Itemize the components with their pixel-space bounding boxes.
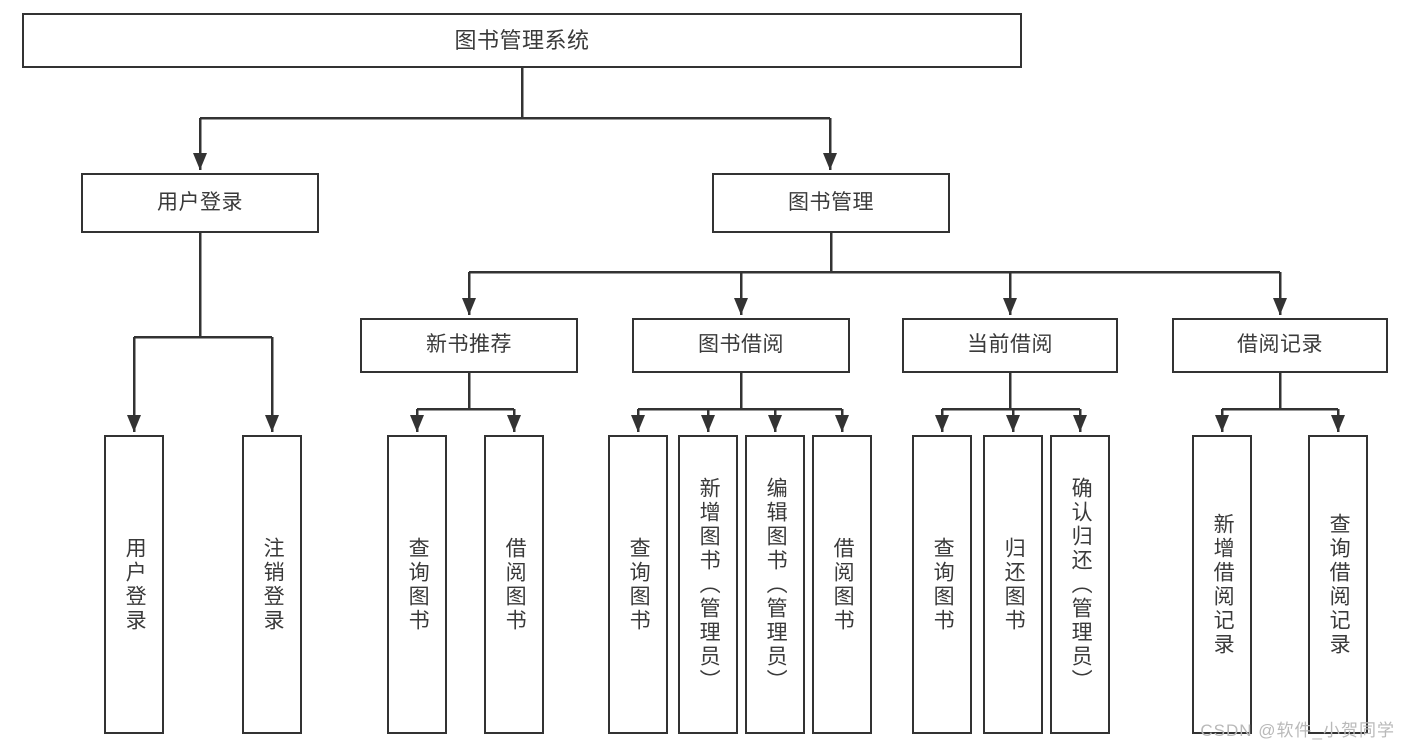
- arrowhead-book-borrow-1: [701, 415, 715, 432]
- node-label-leaf-br-add-record: 新增借阅记录: [1211, 512, 1235, 657]
- csdn-watermark: CSDN @软件_小贺同学: [1200, 721, 1395, 740]
- node-book-borrow[interactable]: 图书借阅: [632, 318, 850, 373]
- node-label-leaf-rec-borrow-book: 借阅图书: [503, 536, 527, 633]
- node-leaf-bb-query-book[interactable]: 查询图书: [608, 435, 668, 734]
- arrowhead-user-login-1: [265, 415, 279, 432]
- node-leaf-bb-add-book[interactable]: 新增图书（管理员）: [678, 435, 738, 734]
- node-label-leaf-cb-confirm-return: 确认归还（管理员）: [1069, 476, 1093, 693]
- arrowhead-borrow-record-1: [1331, 415, 1345, 432]
- arrowhead-user-login-0: [127, 415, 141, 432]
- arrowhead-new-book-recommend-1: [507, 415, 521, 432]
- node-leaf-logout[interactable]: 注销登录: [242, 435, 302, 734]
- node-leaf-br-query-record[interactable]: 查询借阅记录: [1308, 435, 1368, 734]
- node-leaf-rec-query-book[interactable]: 查询图书: [387, 435, 447, 734]
- node-label-leaf-cb-query-book: 查询图书: [931, 536, 955, 633]
- arrowhead-current-borrow-1: [1006, 415, 1020, 432]
- node-label-leaf-rec-query-book: 查询图书: [406, 536, 430, 633]
- node-label-book-manage: 图书管理: [788, 190, 874, 214]
- node-current-borrow[interactable]: 当前借阅: [902, 318, 1118, 373]
- node-label-new-book-recommend: 新书推荐: [426, 333, 512, 357]
- arrowhead-borrow-record-0: [1215, 415, 1229, 432]
- arrowhead-current-borrow-2: [1073, 415, 1087, 432]
- node-leaf-cb-confirm-return[interactable]: 确认归还（管理员）: [1050, 435, 1110, 734]
- node-borrow-record[interactable]: 借阅记录: [1172, 318, 1388, 373]
- arrowhead-book-manage-3: [1273, 298, 1287, 315]
- node-label-borrow-record: 借阅记录: [1237, 333, 1323, 357]
- arrowhead-root-0: [193, 153, 207, 170]
- arrowhead-current-borrow-0: [935, 415, 949, 432]
- node-label-leaf-bb-borrow-book: 借阅图书: [831, 536, 855, 633]
- node-user-login[interactable]: 用户登录: [81, 173, 319, 233]
- node-label-current-borrow: 当前借阅: [967, 333, 1053, 357]
- node-leaf-bb-borrow-book[interactable]: 借阅图书: [812, 435, 872, 734]
- node-leaf-user-login[interactable]: 用户登录: [104, 435, 164, 734]
- node-label-leaf-bb-query-book: 查询图书: [627, 536, 651, 633]
- arrowhead-book-manage-1: [734, 298, 748, 315]
- node-label-leaf-bb-add-book: 新增图书（管理员）: [697, 476, 721, 693]
- node-new-book-recommend[interactable]: 新书推荐: [360, 318, 578, 373]
- node-label-leaf-user-login: 用户登录: [123, 536, 147, 633]
- node-root[interactable]: 图书管理系统: [22, 13, 1022, 68]
- arrowhead-book-manage-2: [1003, 298, 1017, 315]
- node-leaf-cb-return-book[interactable]: 归还图书: [983, 435, 1043, 734]
- node-leaf-bb-edit-book[interactable]: 编辑图书（管理员）: [745, 435, 805, 734]
- node-label-leaf-bb-edit-book: 编辑图书（管理员）: [764, 476, 788, 693]
- node-label-root: 图书管理系统: [454, 27, 590, 53]
- node-label-leaf-br-query-record: 查询借阅记录: [1327, 512, 1351, 657]
- arrowhead-book-borrow-2: [768, 415, 782, 432]
- node-leaf-rec-borrow-book[interactable]: 借阅图书: [484, 435, 544, 734]
- arrowhead-new-book-recommend-0: [410, 415, 424, 432]
- node-leaf-br-add-record[interactable]: 新增借阅记录: [1192, 435, 1252, 734]
- node-label-leaf-cb-return-book: 归还图书: [1002, 536, 1026, 633]
- arrowhead-book-borrow-0: [631, 415, 645, 432]
- node-book-manage[interactable]: 图书管理: [712, 173, 950, 233]
- node-label-leaf-logout: 注销登录: [261, 536, 285, 633]
- arrowhead-book-manage-0: [462, 298, 476, 315]
- node-label-user-login: 用户登录: [157, 190, 243, 214]
- node-leaf-cb-query-book[interactable]: 查询图书: [912, 435, 972, 734]
- node-label-book-borrow: 图书借阅: [698, 333, 784, 357]
- arrowhead-root-1: [823, 153, 837, 170]
- arrowhead-book-borrow-3: [835, 415, 849, 432]
